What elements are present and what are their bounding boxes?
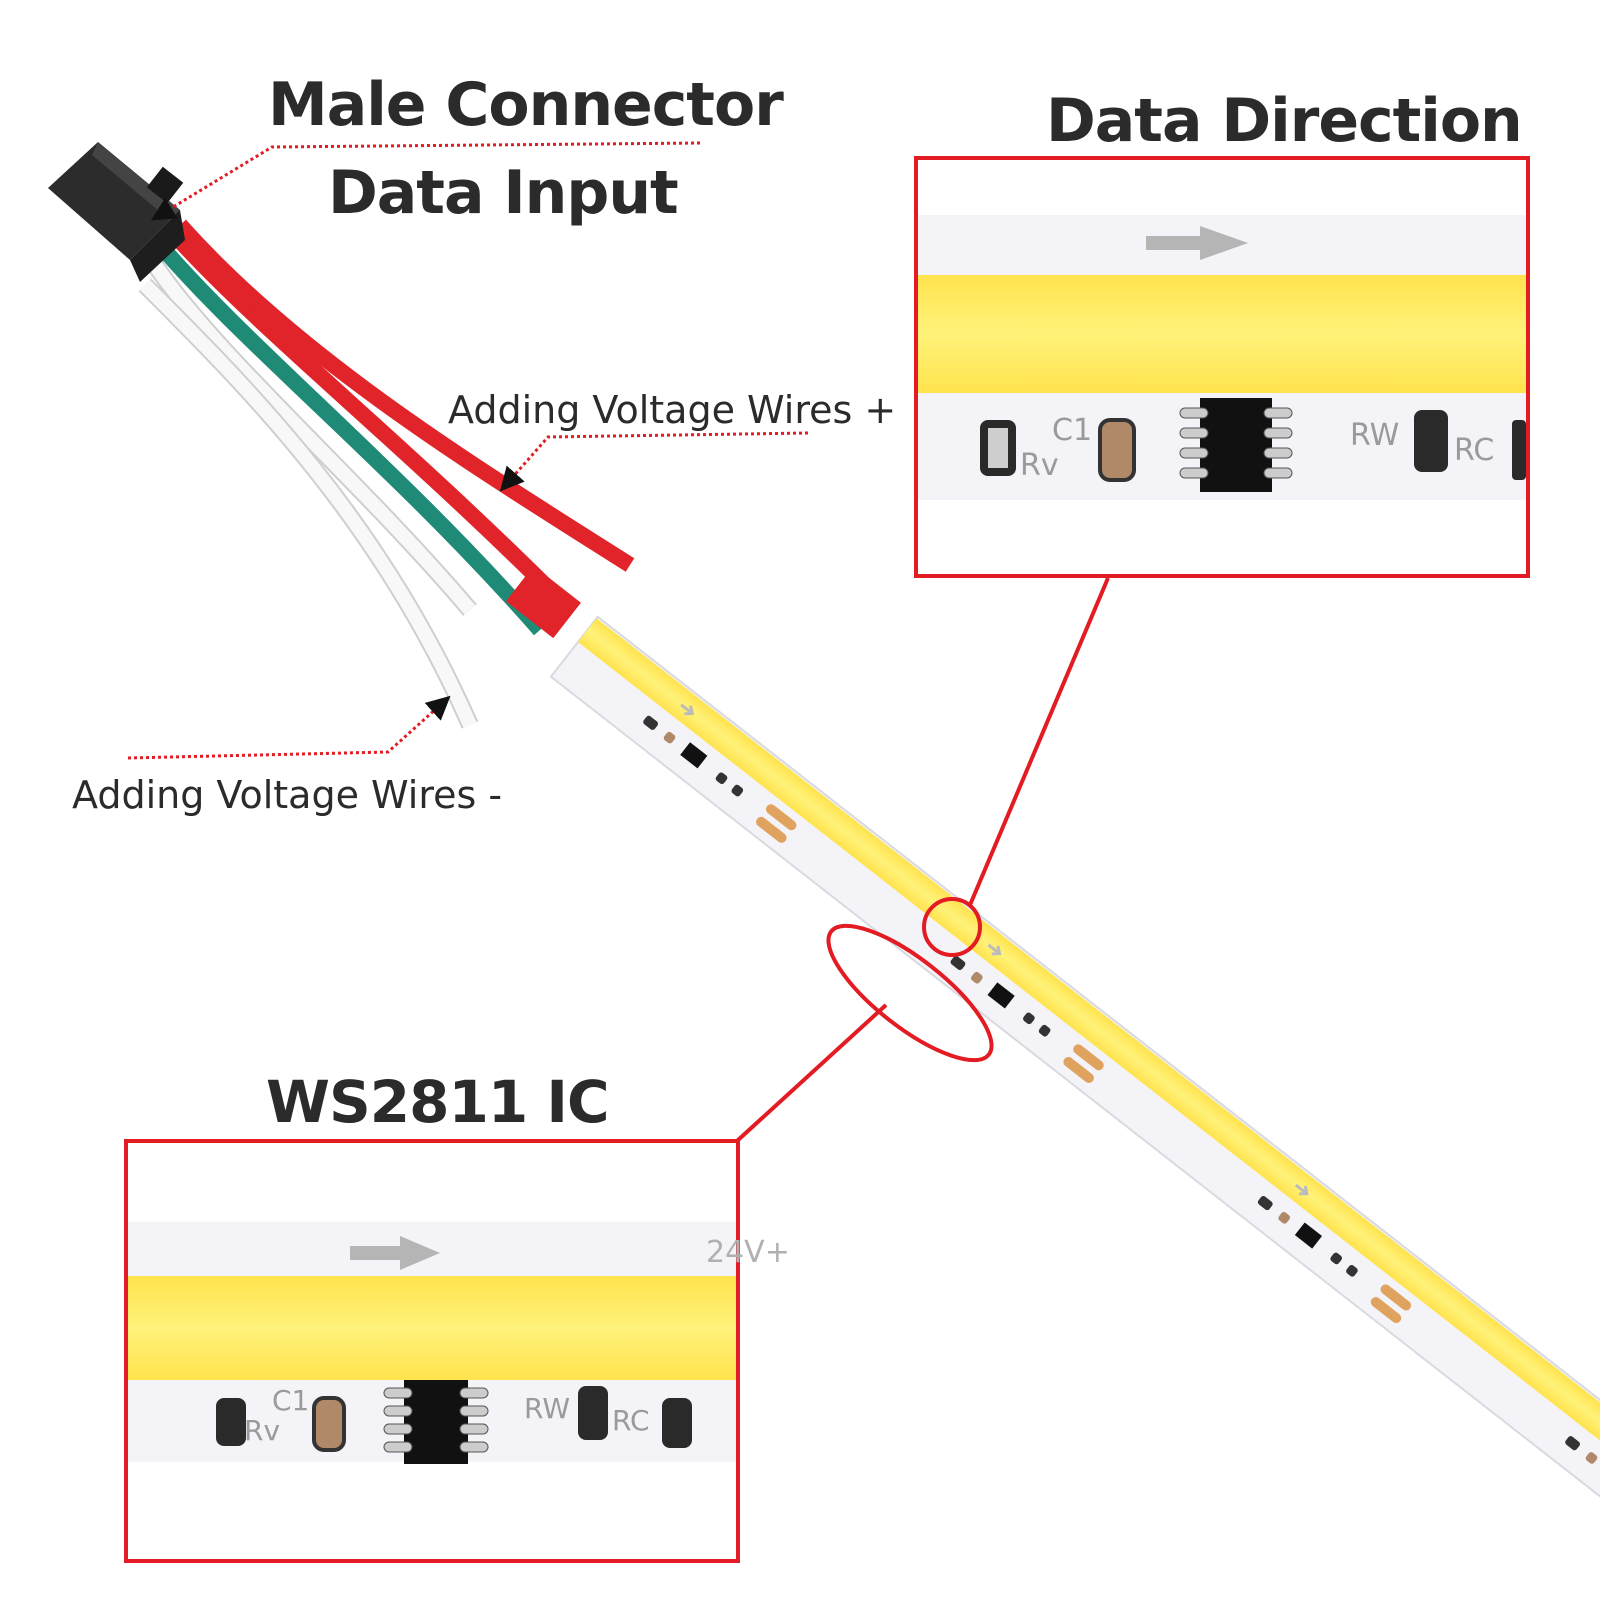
data-direction-marker <box>922 897 982 957</box>
strip-segment-4 <box>1565 1436 1598 1464</box>
data-direction-label: Data Direction <box>1046 86 1523 156</box>
wires <box>138 219 635 729</box>
resistor-icon-2 <box>578 1386 608 1440</box>
c1-label: C1 <box>1052 413 1092 448</box>
rv-label: Rv <box>1020 448 1059 483</box>
ic-chip-icon <box>1179 398 1293 492</box>
capacitor-icon <box>1098 418 1136 482</box>
ic-name-label: WS2811 IC <box>266 1068 610 1136</box>
data-direction-connector-line <box>968 577 1110 906</box>
data-direction-zoom-box: Rv C1 RW RC <box>914 156 1530 578</box>
led-strip <box>549 615 1600 1528</box>
arrow-right-icon <box>1146 226 1248 260</box>
ic-zoom-box: 24V+ Rv C1 RW RC <box>124 1139 790 1563</box>
rv-label-2: Rv <box>244 1414 280 1447</box>
strip-segment-3 <box>1257 1183 1412 1324</box>
strip-segment-1 <box>643 703 797 843</box>
arrow-right-icon <box>350 1236 440 1270</box>
resistor-icon-331 <box>1414 410 1448 472</box>
resistor-icon <box>216 1398 246 1446</box>
strip-segment-2 <box>950 943 1104 1083</box>
c1-label-2: C1 <box>272 1384 309 1417</box>
male-connector-label: Male Connector <box>268 70 784 140</box>
ic-marker <box>826 923 994 1063</box>
resistor-icon <box>980 420 1016 476</box>
rw-label-2: RW <box>524 1392 570 1425</box>
ic-chip-icon <box>383 1380 489 1464</box>
resistor-icon-3 <box>662 1398 692 1448</box>
adding-voltage-minus-label: Adding Voltage Wires - <box>72 773 503 817</box>
ic-connector-line <box>735 1003 888 1143</box>
capacitor-icon <box>312 1396 346 1452</box>
adding-voltage-plus-label: Adding Voltage Wires + <box>448 388 897 432</box>
rc-label: RC <box>1454 433 1494 468</box>
strip-marking: 24V+ <box>706 1235 790 1270</box>
data-input-label: Data Input <box>328 158 679 228</box>
leader-lines <box>127 141 809 760</box>
rc-label-2: RC <box>612 1404 650 1437</box>
rw-label: RW <box>1350 418 1399 453</box>
